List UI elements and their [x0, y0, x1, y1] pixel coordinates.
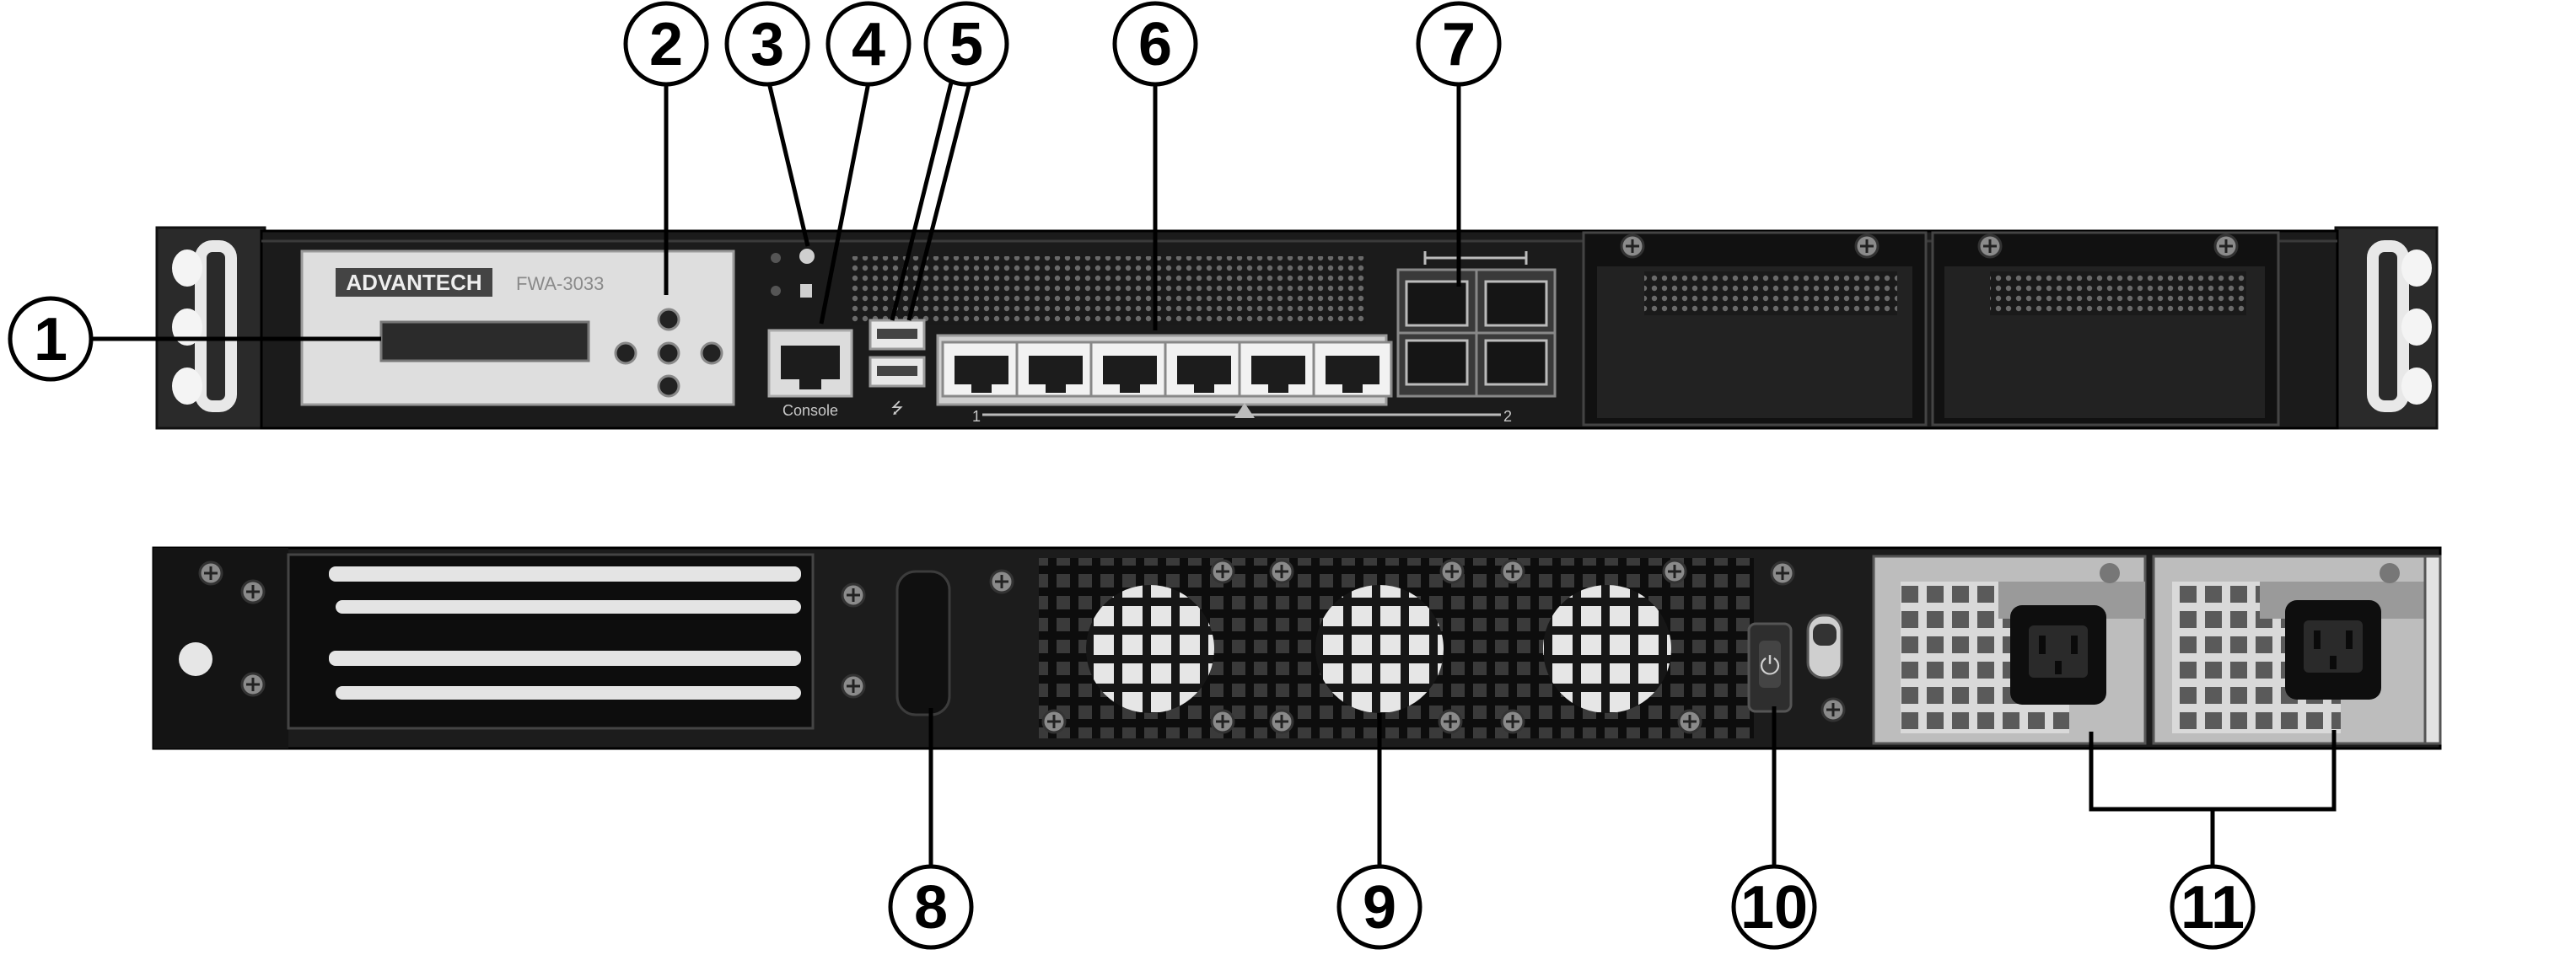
callout-5-label: 5	[949, 11, 983, 78]
leader-line-5b	[906, 82, 972, 321]
callout-10: 10	[1731, 864, 1817, 950]
callout-4-label: 4	[852, 11, 885, 78]
lan-port-2[interactable]	[1015, 341, 1096, 398]
callout-7: 7	[1416, 1, 1502, 87]
power-led-icon	[799, 249, 815, 264]
power-supply-2	[2152, 555, 2442, 745]
status-leds	[771, 249, 815, 298]
fan-grill	[989, 558, 1754, 738]
power-icon: ⏻	[1760, 652, 1780, 680]
fan-3	[1543, 585, 1671, 713]
callout-9-label: 9	[1363, 874, 1396, 942]
keypad-up-button[interactable]	[657, 308, 680, 331]
callout-6: 6	[1112, 1, 1198, 87]
callout-3-label: 3	[750, 11, 784, 78]
lan-port-4[interactable]	[1164, 341, 1245, 398]
callout-3: 3	[724, 1, 810, 87]
sfp-port-2[interactable]	[1484, 280, 1548, 327]
callout-9: 9	[1336, 864, 1422, 950]
leader-line-4	[819, 82, 871, 325]
storage-led-icon	[800, 284, 812, 298]
callout-11: 11	[2170, 864, 2256, 950]
keypad-left-button[interactable]	[614, 341, 637, 365]
fan-2	[1315, 585, 1444, 713]
lcd-display	[379, 320, 590, 362]
pcie-slots	[287, 553, 815, 730]
port-group-start-label: 1	[972, 408, 981, 425]
callout-1: 1	[8, 296, 94, 382]
usb-ports[interactable]: ⭍	[869, 319, 926, 416]
sfp-port-1[interactable]	[1405, 280, 1469, 327]
keypad-down-button[interactable]	[657, 374, 680, 398]
callouts: 1 2 3 4 5 6 7 8 9 10 11	[8, 1, 2256, 950]
lan-port-3[interactable]	[1089, 341, 1170, 398]
sfp-port-3[interactable]	[1405, 339, 1469, 386]
callout-10-label: 10	[1740, 874, 1808, 942]
callout-2-label: 2	[649, 11, 683, 78]
callout-8-label: 8	[914, 874, 948, 942]
usb-icon: ⭍	[891, 400, 904, 416]
brand-logo: ADVANTECH	[346, 270, 481, 295]
callout-8: 8	[888, 864, 974, 950]
sfp-port-4[interactable]	[1484, 339, 1548, 386]
leader-line-5a	[890, 82, 954, 321]
lan-port-6[interactable]	[1312, 341, 1393, 398]
lan-port-1[interactable]	[941, 341, 1022, 398]
lan-ports[interactable]: 1 2	[936, 334, 1512, 425]
callout-1-label: 1	[34, 306, 67, 373]
mounting-bracket	[841, 570, 951, 716]
callout-5: 5	[923, 1, 1009, 87]
leader-lines	[93, 82, 2337, 872]
model-label: FWA-3033	[516, 273, 604, 294]
fan-1	[1086, 585, 1214, 713]
callout-11-label: 11	[2181, 874, 2245, 942]
callout-6-label: 6	[1138, 11, 1172, 78]
expansion-module-1	[1582, 231, 1928, 427]
lan-port-5[interactable]	[1238, 341, 1319, 398]
navigation-keypad[interactable]	[614, 308, 723, 398]
port-group-end-label: 2	[1503, 408, 1512, 425]
front-vent	[852, 256, 1366, 325]
power-switch[interactable]: ⏻	[1747, 561, 1846, 722]
console-port[interactable]: Console	[767, 329, 853, 419]
ethernet-icon	[1234, 403, 1255, 418]
callout-2: 2	[623, 1, 709, 87]
expansion-module-2	[1931, 231, 2280, 427]
leader-line-3	[766, 82, 810, 247]
keypad-center-button[interactable]	[657, 341, 680, 365]
console-label: Console	[782, 402, 838, 419]
callout-7-label: 7	[1442, 11, 1476, 78]
sfp-ports[interactable]	[1396, 251, 1557, 398]
power-supply-1	[1872, 555, 2147, 745]
callout-4: 4	[826, 1, 912, 87]
keypad-right-button[interactable]	[700, 341, 723, 365]
